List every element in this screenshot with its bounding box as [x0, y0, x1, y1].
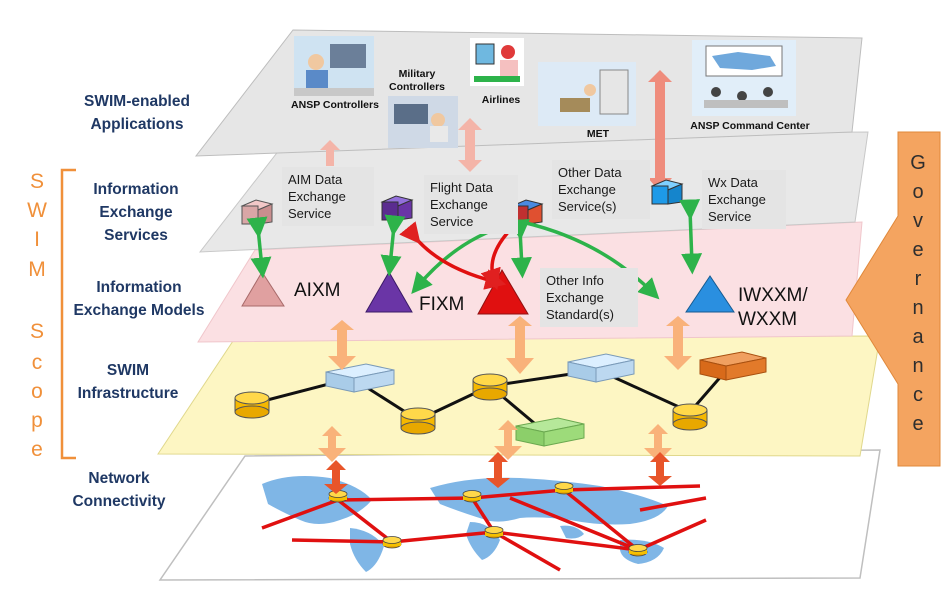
standard-iwxxm: IWXXM/ [738, 285, 808, 306]
network-nodes [328, 482, 648, 557]
service-wx: Wx Data Exchange Service [702, 170, 786, 229]
app-met: MET [586, 128, 610, 140]
gov-letter-5: r [914, 268, 922, 290]
scope-bracket [60, 168, 76, 460]
label-applications: SWIM-enabled Applications [84, 93, 190, 133]
scope-letter-9: e [31, 438, 43, 461]
scope-letter-1: S [29, 170, 44, 193]
gov-letter-3: v [913, 210, 923, 232]
gov-letter-6: n [912, 297, 924, 319]
app-ansp-controllers: ANSP Controllers [291, 99, 379, 111]
scope-letter-4: M [28, 258, 46, 281]
network-links [261, 484, 707, 572]
wx-service-cube [650, 179, 684, 205]
standard-other: Other Info Exchange Standard(s) [540, 268, 638, 327]
service-aim: AIM Data Exchange Service [282, 167, 374, 226]
gov-letter-8: n [912, 355, 924, 377]
label-infrastructure: SWIM Infrastructure [77, 362, 179, 402]
infrastructure-databases [234, 373, 708, 435]
aim-service-cube [240, 199, 274, 225]
scope-letter-5: S [29, 320, 44, 343]
gov-letter-4: e [912, 239, 924, 261]
service-other: Other Data Exchange Service(s) [552, 160, 650, 219]
scope-letter-7: o [31, 380, 43, 403]
gov-letter-9: c [913, 384, 923, 406]
gov-letter-7: a [912, 326, 924, 348]
gov-letter-2: o [912, 181, 924, 203]
orange-connectors [318, 316, 692, 462]
app-airlines: Airlines [481, 94, 521, 106]
standard-wxxm: WXXM [738, 309, 798, 330]
service-flight: Flight Data Exchange Service [424, 175, 518, 234]
scope-letter-2: W [27, 199, 47, 222]
scope-letter-8: p [31, 409, 43, 432]
scope-letter-6: c [31, 351, 43, 374]
flight-service-cube [380, 195, 414, 221]
app-ansp-command-center: ANSP Command Center [690, 120, 810, 132]
app-images [294, 36, 796, 148]
iwxxm-triangle [685, 275, 735, 313]
scope-letter-3: I [34, 228, 40, 251]
standard-fixm: FIXM [419, 294, 465, 315]
standard-aixm: AIXM [294, 280, 341, 301]
application-arrows [320, 70, 672, 192]
fixm-triangle [365, 270, 413, 313]
standard-triangles [241, 268, 735, 315]
gov-letter-1: G [910, 152, 926, 174]
other-standard-triangle [477, 268, 529, 315]
governance-arrow [845, 131, 941, 467]
app-military-controllers: Military Controllers [388, 68, 445, 93]
network-arrows [324, 452, 672, 494]
label-services: Information Exchange Services [93, 181, 179, 244]
infrastructure-switches [325, 351, 767, 447]
gov-letter-10: e [912, 413, 924, 435]
aixm-triangle [241, 271, 285, 307]
label-models: Information Exchange Models [73, 279, 205, 319]
label-network: Network Connectivity [72, 470, 166, 510]
